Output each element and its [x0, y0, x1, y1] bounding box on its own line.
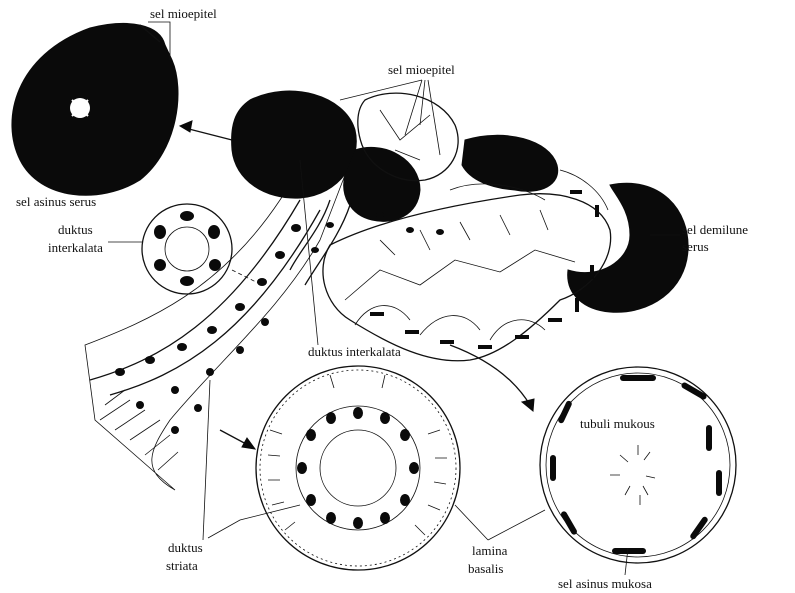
label-striated-duct-2: striata — [166, 558, 198, 573]
intercalated-duct-inset — [142, 204, 232, 294]
label-mucous-acinus: sel asinus mukosa — [558, 576, 652, 591]
label-mucous-tubule: tubuli mukous — [580, 416, 655, 431]
mucous-acinus-inset — [540, 367, 736, 563]
label-intercalated-duct-1: duktus — [58, 222, 93, 237]
label-intercalated-duct-center: duktus interkalata — [308, 344, 401, 359]
label-basal-lamina-2: basalis — [468, 561, 503, 576]
label-myoepithelial-center: sel mioepitel — [388, 62, 455, 77]
serous-acinus-inset — [12, 23, 178, 195]
striated-duct-nuclei — [297, 407, 419, 529]
label-serous-demilune-2: serus — [682, 239, 709, 254]
label-intercalated-duct-2: interkalata — [48, 240, 103, 255]
label-myoepithelial-top: sel mioepitel — [150, 6, 217, 21]
striated-duct-inset — [256, 366, 460, 570]
label-serous-demilune-1: sel demilune — [682, 222, 748, 237]
label-serous-acinus: sel asinus serus — [16, 194, 96, 209]
label-striated-duct-1: duktus — [168, 540, 203, 555]
label-basal-lamina-1: lamina — [472, 543, 508, 558]
